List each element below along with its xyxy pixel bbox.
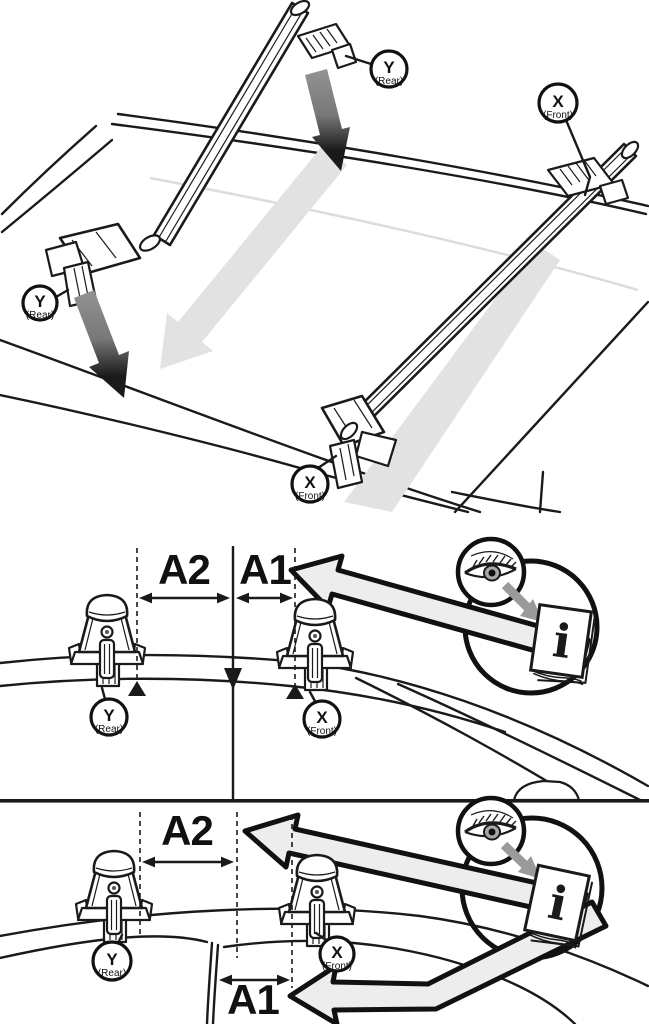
dimension-a2: A2 bbox=[139, 546, 230, 604]
middle-measure-view: A2 A1 Y (Rear) X (Front) bbox=[0, 539, 649, 803]
callout-letter: Y bbox=[103, 706, 115, 725]
callout-sub: (Front) bbox=[307, 726, 337, 737]
pointer-arrow-to-a1 bbox=[287, 899, 609, 1024]
dimension-a2-bottom: A2 bbox=[142, 807, 234, 868]
callout-letter: X bbox=[331, 943, 343, 962]
front-ref-marker bbox=[286, 684, 304, 699]
front-clamp bbox=[546, 156, 630, 206]
callout-sub: (Front) bbox=[322, 961, 352, 972]
dimension-a1-bottom: A1 bbox=[219, 974, 290, 1023]
callout-letter: Y bbox=[106, 950, 118, 969]
callout-y-rear-bottom: Y (Rear) bbox=[91, 933, 133, 982]
rear-ref-marker bbox=[128, 681, 146, 696]
dimension-a1: A1 bbox=[236, 546, 293, 604]
callout-letter: X bbox=[316, 708, 328, 727]
dim-label-a1-bottom: A1 bbox=[227, 976, 279, 1023]
ghost-arrow-rear bbox=[160, 145, 347, 369]
panel-divider bbox=[0, 799, 649, 803]
roof-centerline bbox=[224, 546, 242, 799]
callout-sub: (Rear) bbox=[98, 968, 126, 979]
callout-letter: Y bbox=[34, 292, 46, 311]
callout-sub: (Rear) bbox=[26, 310, 54, 321]
ghost-arrow-front bbox=[344, 244, 560, 512]
drop-arrow-rear-left bbox=[74, 290, 129, 398]
drop-arrow-rear bbox=[305, 69, 350, 171]
top-isometric-view: Y (Rear) X (Front) Y (Rear) X (Front) bbox=[0, 0, 649, 514]
callout-y-rear-top: Y (Rear) bbox=[344, 49, 409, 89]
car-roof-outline bbox=[0, 112, 649, 514]
callout-x-front-bottom: X (Front) bbox=[290, 454, 338, 504]
callout-letter: X bbox=[552, 92, 564, 111]
dim-label-a2: A2 bbox=[158, 546, 210, 593]
callout-y-rear: Y (Rear) bbox=[89, 686, 129, 737]
front-foot-assembly bbox=[320, 394, 398, 490]
callout-x-front-right: X (Front) bbox=[537, 82, 592, 197]
bottom-measure-view: A2 A1 Y (Rear) X (Front) bbox=[0, 798, 649, 1024]
callout-y-rear-left: Y (Rear) bbox=[21, 284, 70, 322]
callout-sub: (Rear) bbox=[375, 76, 403, 87]
callout-sub: (Front) bbox=[543, 110, 573, 121]
side-mirror bbox=[512, 779, 581, 802]
rear-crossbar bbox=[152, 0, 311, 247]
callout-x-front-bottom2: X (Front) bbox=[314, 931, 356, 973]
callout-letter: Y bbox=[383, 58, 395, 77]
dim-label-a2-bottom: A2 bbox=[161, 807, 213, 854]
callout-x-front: X (Front) bbox=[302, 690, 342, 739]
callout-letter: X bbox=[304, 473, 316, 492]
callout-sub: (Front) bbox=[295, 491, 325, 502]
dim-label-a1: A1 bbox=[239, 546, 291, 593]
callout-sub: (Rear) bbox=[95, 724, 123, 735]
rear-clamp bbox=[296, 22, 358, 70]
